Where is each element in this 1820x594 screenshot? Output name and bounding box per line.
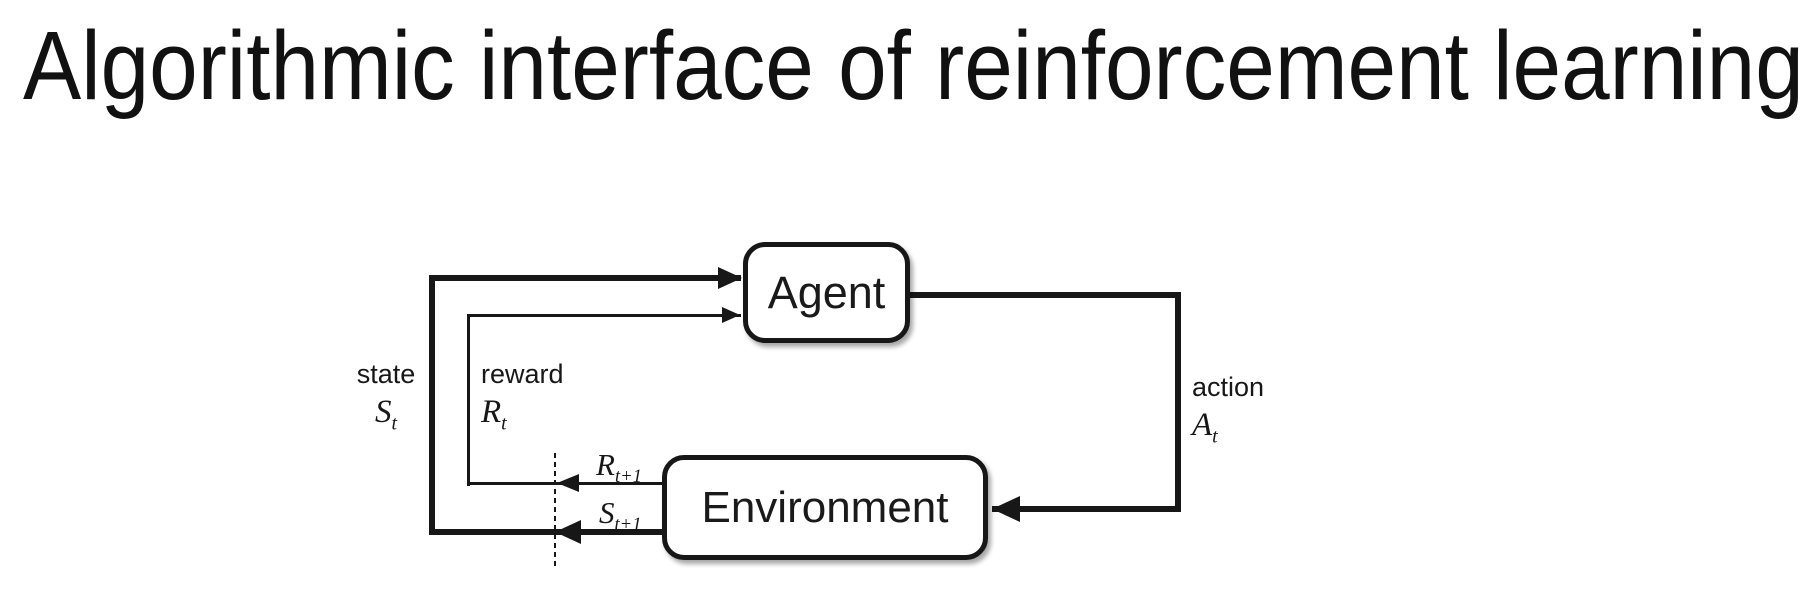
action-line-vertical <box>1175 292 1181 512</box>
state-line-vertical <box>429 275 435 535</box>
action-line-top <box>910 292 1181 298</box>
page-title: Algorithmic interface of reinforcement l… <box>23 11 1804 120</box>
state-word: state <box>356 359 416 389</box>
environment-box: Environment <box>662 455 988 560</box>
reward-symbol: Rt <box>481 394 507 435</box>
action-line-bottom <box>992 506 1181 512</box>
state-line-top <box>429 275 741 281</box>
next-state-label: St+1 <box>599 495 642 536</box>
next-reward-arrowhead <box>557 474 579 492</box>
time-step-divider <box>554 453 556 570</box>
next-state-arrowhead <box>555 520 581 544</box>
reward-label: reward Rt <box>481 359 564 435</box>
action-to-environment-arrowhead <box>992 496 1020 522</box>
environment-label: Environment <box>701 482 949 532</box>
state-to-agent-arrowhead <box>718 267 742 289</box>
next-reward-label: Rt+1 <box>596 447 642 488</box>
agent-box: Agent <box>743 242 910 343</box>
reward-to-agent-arrowhead <box>722 307 740 323</box>
agent-label: Agent <box>767 266 886 318</box>
action-word: action <box>1192 372 1265 402</box>
reward-line-top <box>467 314 741 317</box>
action-symbol: At <box>1192 407 1218 448</box>
action-label: action At <box>1192 372 1265 448</box>
next-state-line <box>429 529 665 535</box>
reward-word: reward <box>481 359 564 389</box>
reward-line-vertical <box>467 314 470 486</box>
state-symbol: St <box>375 394 397 435</box>
state-label: state St <box>336 359 436 435</box>
